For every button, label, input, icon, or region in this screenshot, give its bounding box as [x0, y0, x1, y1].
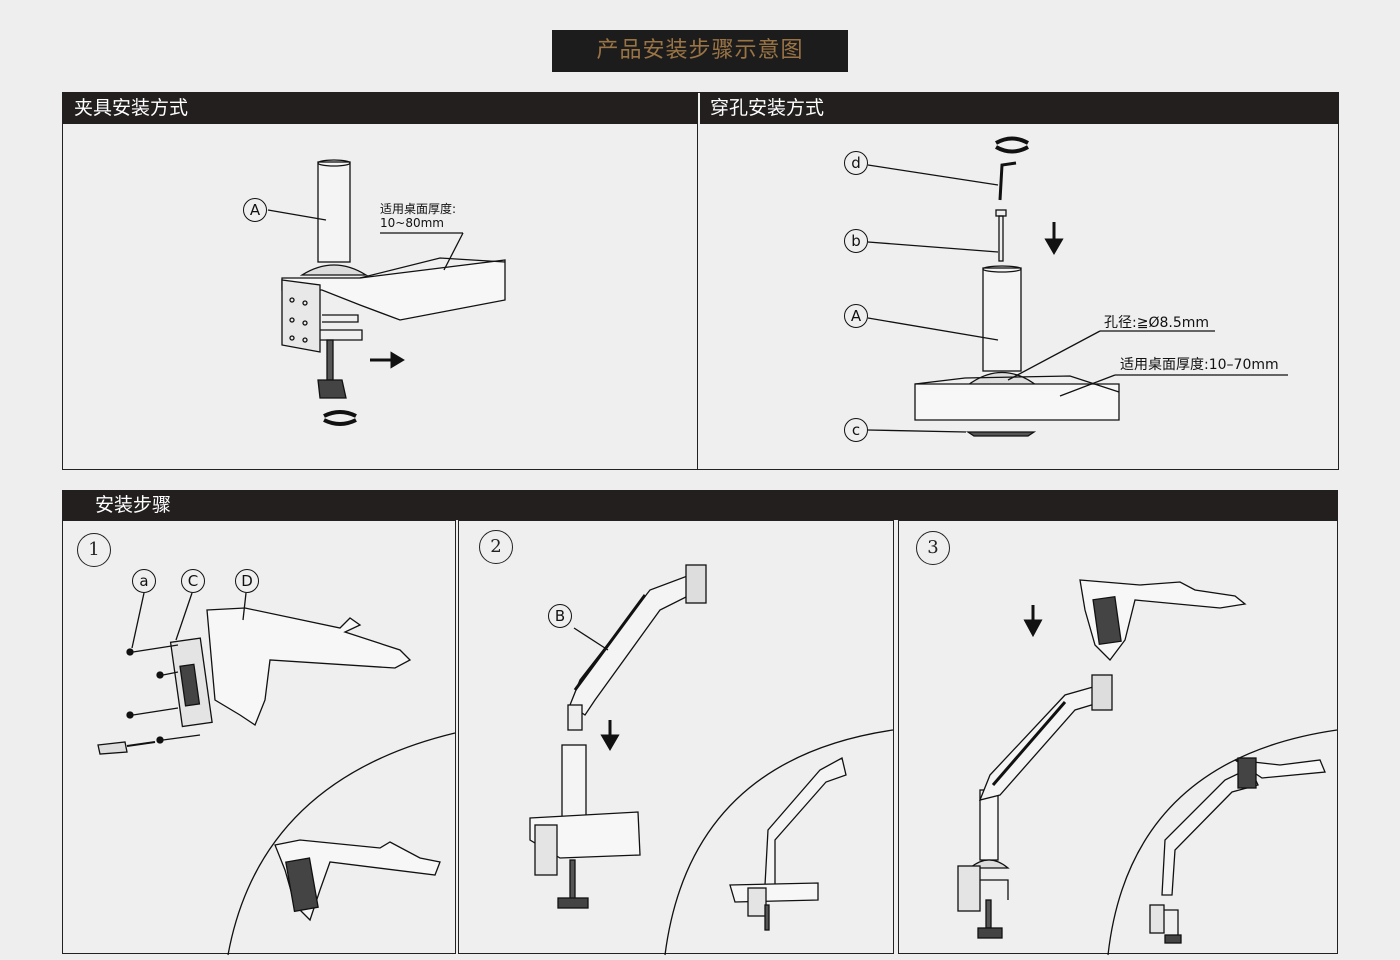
part-label-a-grommet: A — [844, 304, 868, 328]
step-1-number: 1 — [77, 533, 111, 567]
grommet-mount-drawing — [867, 136, 1288, 437]
part-label-b: b — [844, 229, 868, 253]
clamp-desk-thickness-label: 适用桌面厚度: — [380, 202, 457, 216]
grommet-install-title: 穿孔安装方式 — [710, 97, 825, 119]
step-3-number: 3 — [916, 531, 950, 565]
part-label-b-step2: B — [548, 604, 572, 628]
clamp-mount-drawing — [267, 159, 506, 426]
grommet-install-header: 穿孔安装方式 — [700, 92, 1339, 124]
step-3-drawing — [957, 579, 1338, 956]
part-label-d-step1: D — [235, 569, 259, 593]
step-1-drawing — [97, 592, 456, 956]
hole-diameter-label: 孔径:≧Ø8.5mm — [1104, 315, 1210, 331]
step-2-number: 2 — [479, 530, 513, 564]
steps-header: 安装步骤 — [62, 490, 1338, 520]
part-label-a: A — [243, 198, 267, 222]
part-label-d: d — [844, 151, 868, 175]
step-2-drawing — [529, 564, 894, 956]
part-label-a-small: a — [132, 569, 156, 593]
part-label-c: c — [844, 418, 868, 442]
page-title: 产品安装步骤示意图 — [552, 30, 848, 72]
part-label-c-step1: C — [181, 569, 205, 593]
clamp-install-header: 夹具安装方式 — [62, 92, 698, 124]
grommet-desk-thickness-label: 适用桌面厚度:10–70mm — [1120, 357, 1279, 373]
step-1-panel — [62, 520, 456, 954]
clamp-install-title: 夹具安装方式 — [74, 97, 189, 119]
clamp-desk-thickness-value: 10~80mm — [380, 216, 444, 230]
steps-title: 安装步骤 — [95, 494, 172, 516]
